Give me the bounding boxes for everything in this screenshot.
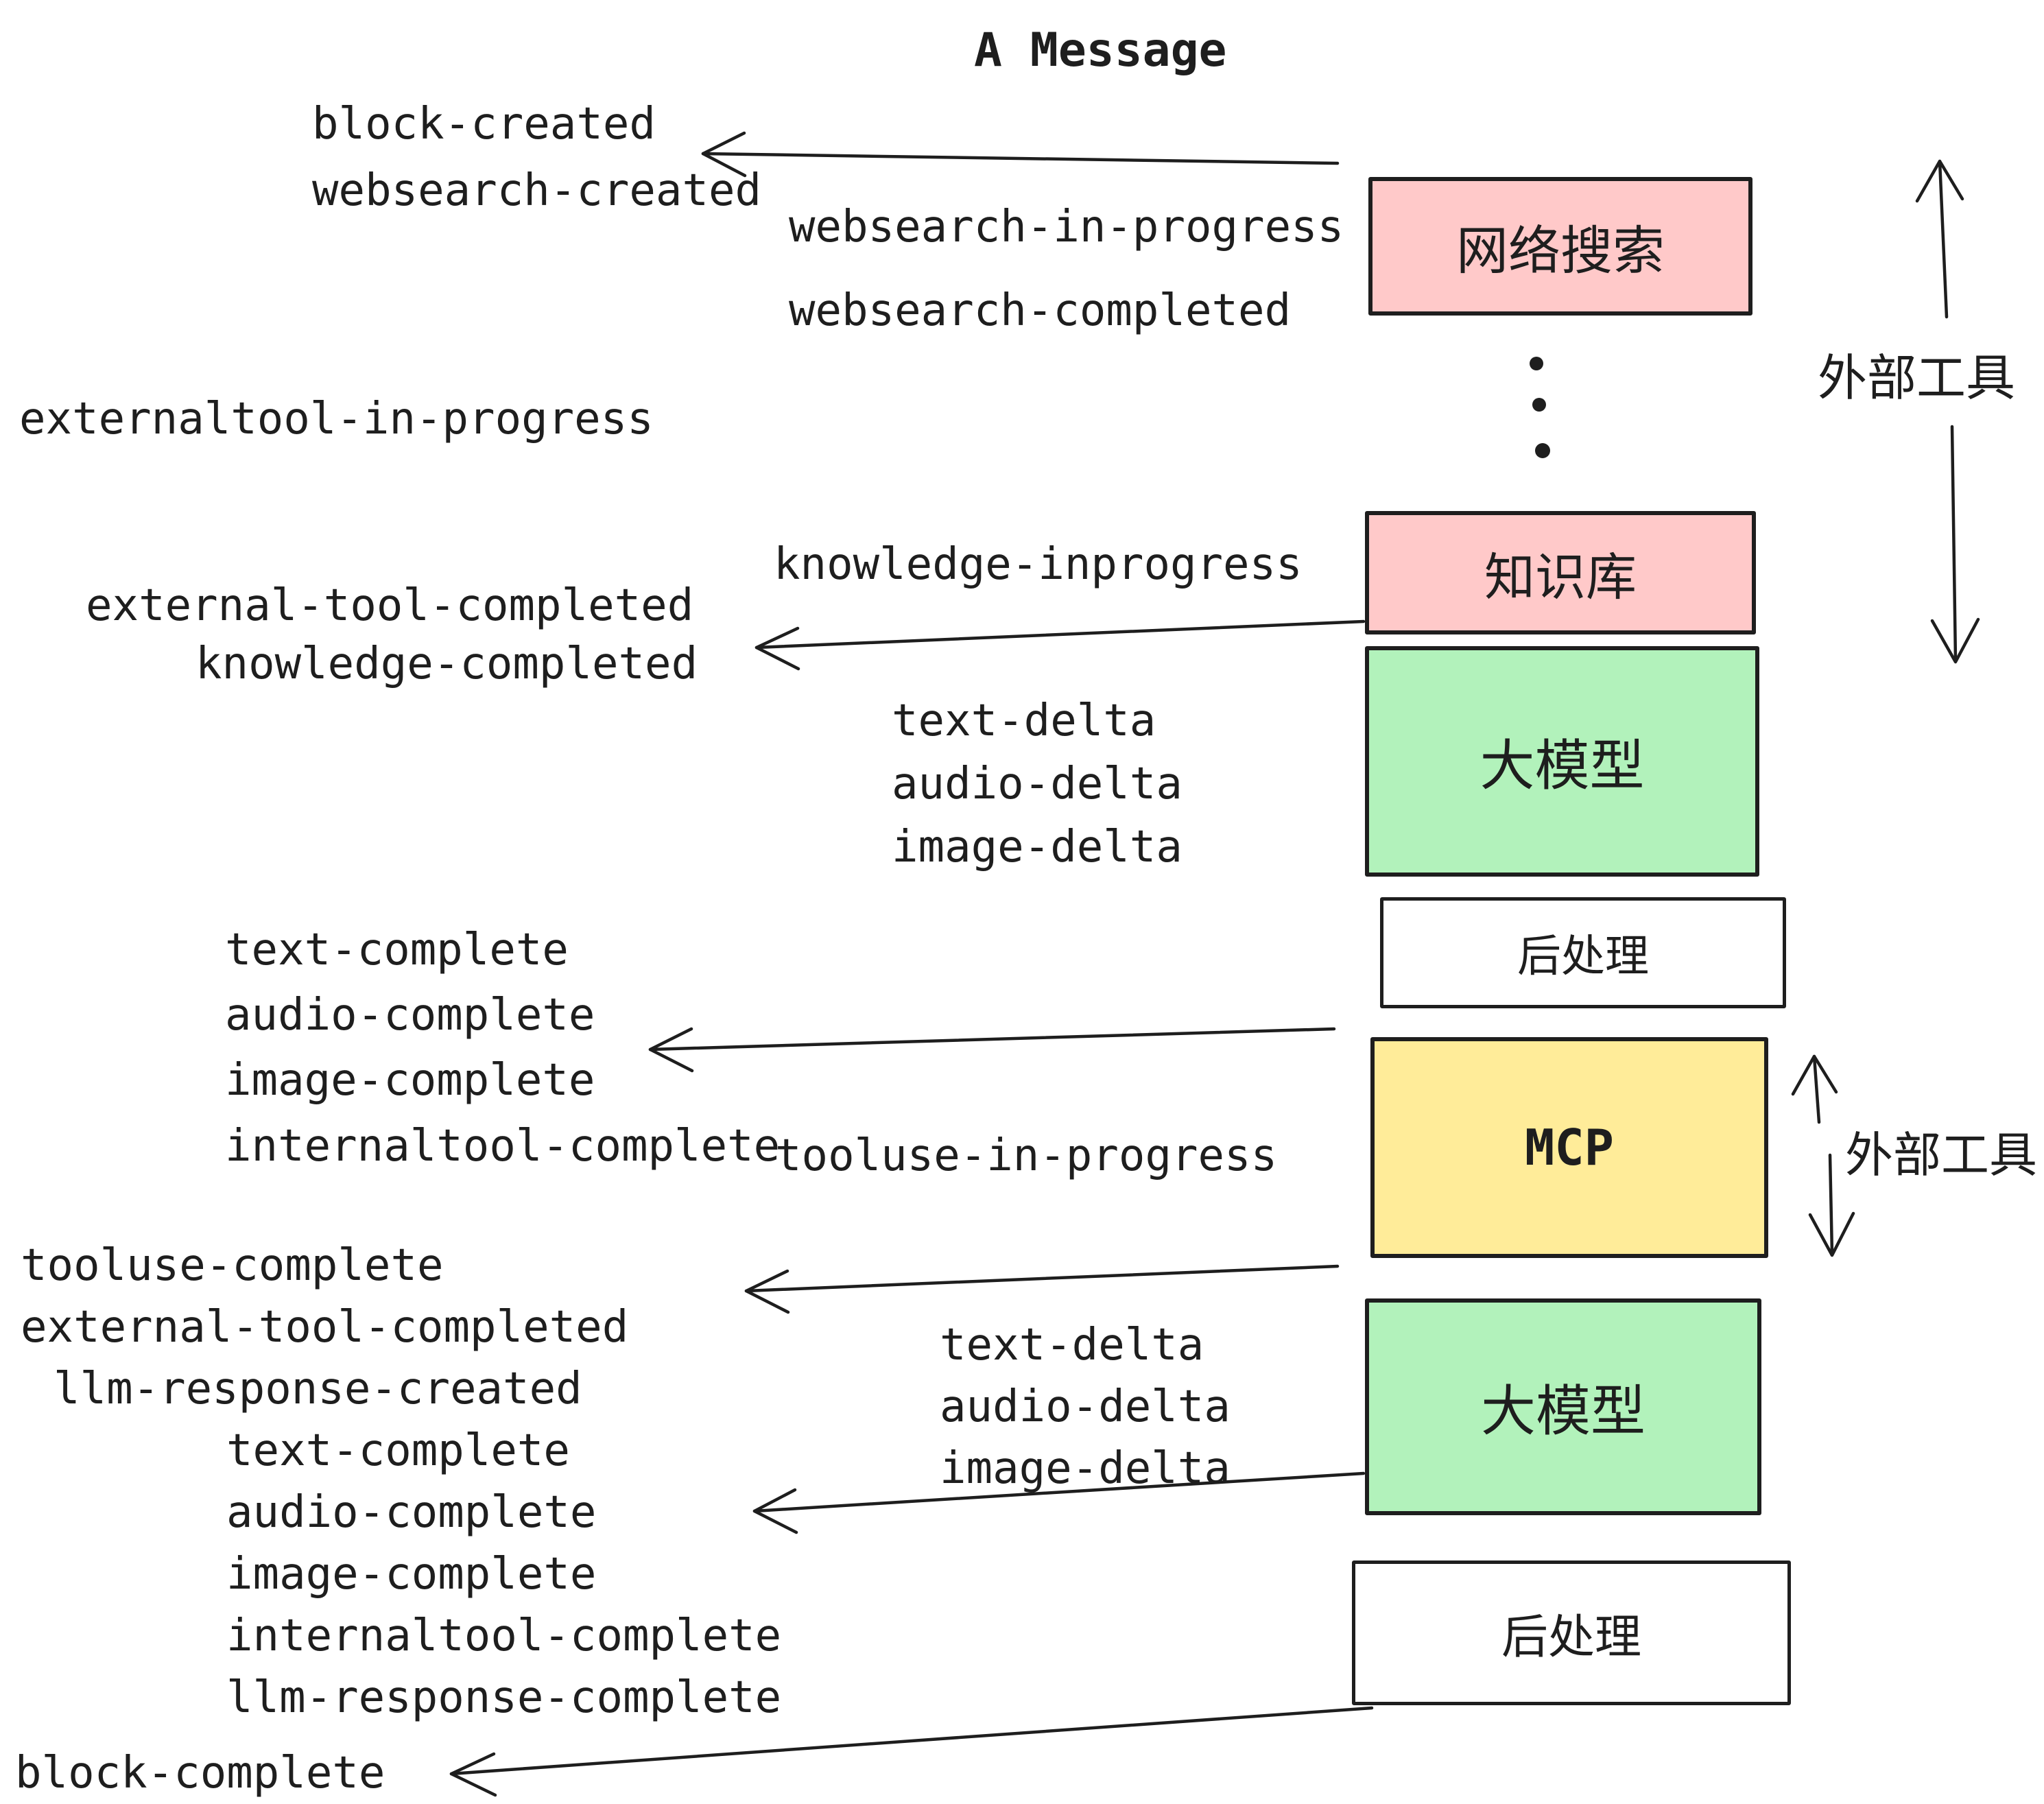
arrow-left-icon-image-complete xyxy=(648,1027,1336,1073)
event-label-image-delta-1: image-delta xyxy=(892,822,1183,873)
ellipsis-dots-icon xyxy=(1530,357,1550,458)
event-label-knowledge-completed: knowledge-completed xyxy=(195,639,698,689)
arrow-down-icon-external-tools-1 xyxy=(1930,425,1980,664)
event-label-llm-response-complete: llm-response-complete xyxy=(226,1672,782,1723)
event-label-text-delta-2: text-delta xyxy=(940,1320,1204,1370)
event-label-knowledge-inprogress: knowledge-inprogress xyxy=(774,539,1303,590)
event-label-websearch-completed: websearch-completed xyxy=(789,285,1292,336)
event-label-audio-delta-1: audio-delta xyxy=(892,759,1183,809)
box-websearch-label: 网络搜索 xyxy=(1456,220,1665,281)
event-label-llm-response-created: llm-response-created xyxy=(54,1364,582,1414)
event-label-image-complete-1: image-complete xyxy=(225,1055,595,1106)
arrow-left-icon-websearch-created xyxy=(701,131,1340,178)
event-label-block-created: block-created xyxy=(312,99,656,150)
event-label-text-complete-2: text-complete xyxy=(226,1425,570,1476)
box-post-process-2-label: 后处理 xyxy=(1501,1611,1641,1665)
event-label-tooluse-complete: tooluse-complete xyxy=(21,1240,444,1291)
event-label-internaltool-complete-2: internaltool-complete xyxy=(226,1611,782,1661)
event-label-external-tool-completed-2: external-tool-completed xyxy=(21,1302,629,1353)
side-label-external-tools-2: 外部工具 xyxy=(1845,1127,2037,1183)
event-label-text-delta-1: text-delta xyxy=(892,696,1156,746)
event-label-websearch-created: websearch-created xyxy=(312,165,762,216)
box-post-process-2: 后处理 xyxy=(1352,1560,1791,1705)
box-knowledge-base: 知识库 xyxy=(1365,511,1756,634)
box-llm-2-label: 大模型 xyxy=(1481,1379,1645,1443)
arrow-left-icon-tooluse-complete xyxy=(744,1264,1340,1314)
event-label-websearch-in-progress: websearch-in-progress xyxy=(789,202,1344,252)
page-title: A Message xyxy=(974,23,1227,78)
box-llm-1-label: 大模型 xyxy=(1479,734,1645,798)
box-websearch: 网络搜索 xyxy=(1368,177,1752,316)
event-label-text-complete-1: text-complete xyxy=(225,925,569,975)
event-label-external-tool-completed: external-tool-completed xyxy=(86,580,694,631)
event-label-externaltool-in-progress: externaltool-in-progress xyxy=(19,394,654,444)
box-mcp: MCP xyxy=(1370,1037,1768,1258)
event-label-block-complete: block-complete xyxy=(15,1748,385,1799)
event-label-image-delta-2: image-delta xyxy=(940,1443,1231,1494)
event-label-tooluse-in-progress: tooluse-in-progress xyxy=(775,1130,1278,1181)
event-label-internaltool-complete-1: internaltool-complete xyxy=(225,1121,781,1172)
arrow-left-icon-knowledge-completed xyxy=(754,619,1366,671)
box-mcp-label: MCP xyxy=(1524,1119,1615,1176)
side-label-external-tools-1: 外部工具 xyxy=(1818,349,2016,407)
box-post-process-1-label: 后处理 xyxy=(1517,931,1649,982)
box-knowledge-base-label: 知识库 xyxy=(1484,547,1637,607)
box-llm-1: 大模型 xyxy=(1365,646,1759,877)
box-post-process-1: 后处理 xyxy=(1380,897,1786,1008)
event-label-audio-complete-2: audio-complete xyxy=(226,1487,597,1538)
arrow-up-icon-external-tools-1 xyxy=(1915,159,1964,319)
event-label-audio-delta-2: audio-delta xyxy=(940,1381,1231,1432)
event-label-image-complete-2: image-complete xyxy=(226,1549,597,1600)
event-label-audio-complete-1: audio-complete xyxy=(225,990,595,1041)
arrow-up-icon-external-tools-2 xyxy=(1791,1054,1838,1124)
box-llm-2: 大模型 xyxy=(1365,1298,1761,1515)
